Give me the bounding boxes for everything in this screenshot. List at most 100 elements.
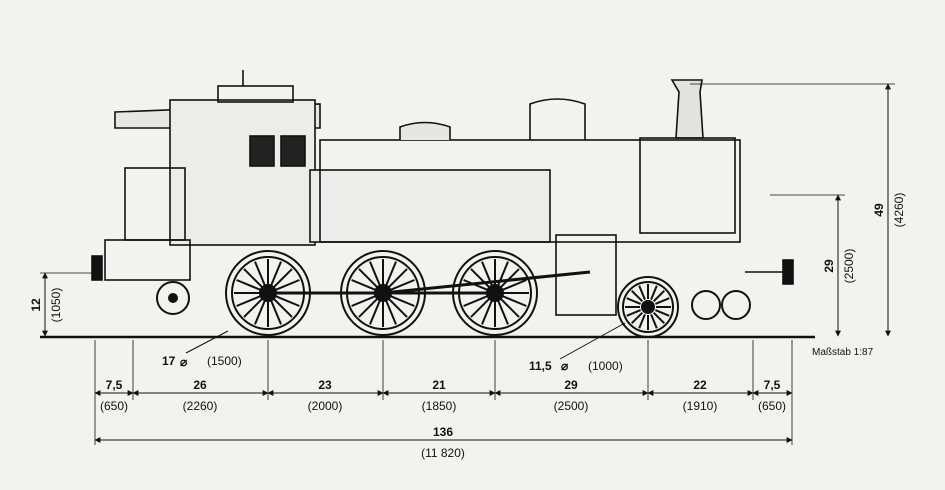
wheel-dia-leader-2 bbox=[559, 322, 626, 360]
diameter-icon-2: ⌀ bbox=[561, 359, 569, 373]
wheel-spoke bbox=[387, 268, 408, 289]
wheel-spoke bbox=[385, 300, 397, 325]
total-height-mm: (4260) bbox=[892, 193, 906, 228]
wheel-spoke bbox=[631, 290, 644, 303]
smokebox bbox=[639, 137, 736, 234]
sand-dome bbox=[529, 98, 586, 140]
dim-value-5: 29 bbox=[564, 378, 578, 392]
height-dimensions: 29 (2500) 49 (4260) bbox=[822, 83, 906, 337]
wheel-spoke bbox=[254, 261, 266, 286]
wheel-spoke bbox=[650, 314, 658, 329]
wheel-spoke bbox=[351, 279, 376, 291]
wheel-spoke bbox=[650, 285, 658, 300]
wheel-spoke bbox=[631, 311, 644, 324]
wheel-spoke bbox=[236, 295, 261, 307]
dim-value-1: 7,5 bbox=[106, 378, 123, 392]
wheel-spoke bbox=[387, 297, 408, 318]
wheel-spoke bbox=[236, 279, 261, 291]
wheel-spoke bbox=[463, 279, 488, 291]
length-dimension-chain: 7,5 (650) 26 (2260) 23 (2000) 21 (1850) … bbox=[94, 378, 793, 413]
dim-mm-6: (1910) bbox=[683, 399, 718, 413]
wheel-dia-label-1: 17 bbox=[162, 354, 176, 368]
front-support-wheel-1 bbox=[691, 290, 721, 320]
total-height-value: 49 bbox=[872, 203, 886, 217]
steam-dome bbox=[399, 121, 451, 140]
wheel-spoke bbox=[499, 268, 520, 289]
overall-length-dimension: 136 (11 820) bbox=[94, 425, 793, 460]
driving-wheel-3 bbox=[452, 250, 538, 336]
wheel-spoke bbox=[470, 268, 491, 289]
wheel-spoke bbox=[390, 279, 415, 291]
rear-wheel bbox=[156, 281, 190, 315]
wheel-dia-mm-2: (1000) bbox=[588, 359, 623, 373]
buffer-height-dimension: 12 (1050) bbox=[29, 272, 63, 337]
wheel-spoke bbox=[652, 290, 665, 303]
wheel-spoke bbox=[481, 261, 493, 286]
dim-mm-1: (650) bbox=[100, 399, 128, 413]
wheel-spoke bbox=[626, 309, 641, 317]
boiler-height-mm: (2500) bbox=[842, 249, 856, 284]
dim-mm-3: (2000) bbox=[308, 399, 343, 413]
wheel-spoke bbox=[470, 297, 491, 318]
dim-mm-4: (1850) bbox=[422, 399, 457, 413]
wheel-spoke bbox=[502, 295, 527, 307]
wheel-spoke bbox=[275, 295, 300, 307]
chimney bbox=[670, 79, 704, 139]
dim-value-3: 23 bbox=[318, 378, 332, 392]
wheel-spokes bbox=[234, 259, 671, 330]
side-tank bbox=[309, 169, 551, 243]
wheel-dia-leader-1 bbox=[185, 330, 229, 354]
dim-value-2: 26 bbox=[193, 378, 207, 392]
front-support-wheel-2 bbox=[721, 290, 751, 320]
connecting-rod bbox=[382, 270, 591, 295]
wheel-spoke bbox=[497, 300, 509, 325]
leading-wheel bbox=[617, 276, 679, 338]
driving-wheel-1 bbox=[225, 250, 311, 336]
dim-mm-7: (650) bbox=[758, 399, 786, 413]
wheel-spoke bbox=[385, 261, 397, 286]
wheel-spoke bbox=[481, 300, 493, 325]
wheel-spoke bbox=[638, 314, 646, 329]
wheel-spoke bbox=[272, 297, 293, 318]
buffer-height-value: 12 bbox=[29, 298, 43, 312]
wheel-dia-label-2: 11,5 bbox=[529, 359, 552, 373]
wheel-spoke bbox=[638, 285, 646, 300]
wheel-spoke bbox=[243, 268, 264, 289]
dim-value-4: 21 bbox=[432, 378, 446, 392]
wheel-spoke bbox=[254, 300, 266, 325]
dim-value-6: 22 bbox=[693, 378, 707, 392]
wheel-dia-mm-1: (1500) bbox=[207, 354, 242, 368]
wheel-spoke bbox=[463, 295, 488, 307]
boiler-height-value: 29 bbox=[822, 259, 836, 273]
wheel-spoke bbox=[358, 297, 379, 318]
cab bbox=[169, 99, 316, 246]
wheel-spoke bbox=[499, 297, 520, 318]
diameter-icon-1: ⌀ bbox=[180, 355, 188, 369]
dim-value-7: 7,5 bbox=[764, 378, 781, 392]
overall-length-mm: (11 820) bbox=[421, 446, 465, 460]
buffer-height-mm: (1050) bbox=[49, 288, 63, 323]
wheel-spoke bbox=[502, 279, 527, 291]
wheel-spoke bbox=[270, 261, 282, 286]
dim-mm-5: (2500) bbox=[554, 399, 589, 413]
scale-label: Maßstab 1:87 bbox=[812, 347, 874, 358]
wheel-spoke bbox=[369, 261, 381, 286]
wheel-spoke bbox=[497, 261, 509, 286]
wheel-spoke bbox=[351, 295, 376, 307]
cab-window-left bbox=[249, 135, 275, 167]
overall-length-value: 136 bbox=[433, 425, 453, 439]
locomotive-illustration bbox=[40, 70, 815, 339]
wheel-spoke bbox=[358, 268, 379, 289]
wheel-spoke bbox=[243, 297, 264, 318]
dim-mm-2: (2260) bbox=[183, 399, 218, 413]
wheel-spoke bbox=[272, 268, 293, 289]
cab-window-right bbox=[280, 135, 306, 167]
wheel-spoke bbox=[390, 295, 415, 307]
wheel-spoke bbox=[652, 311, 665, 324]
wheel-spoke bbox=[275, 279, 300, 291]
roof-vent bbox=[217, 85, 294, 103]
wheel-spoke bbox=[626, 297, 641, 305]
rear-frame bbox=[104, 239, 191, 281]
wheel-spoke bbox=[369, 300, 381, 325]
